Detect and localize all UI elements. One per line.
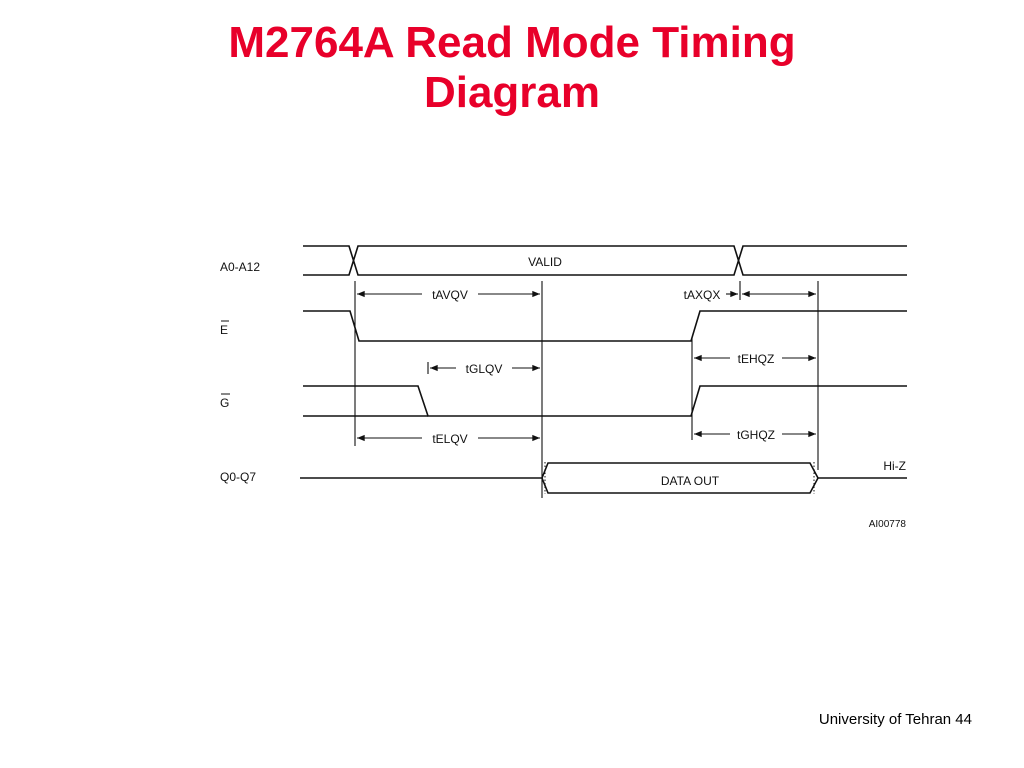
tehqz-label: tEHQZ [738,352,775,366]
signal-label-output-enable: G [220,396,229,410]
output-enable-waveform [303,385,907,417]
signal-label-data-out: Q0-Q7 [220,470,256,484]
data-out-label: DATA OUT [661,474,720,488]
signal-label-address: A0-A12 [220,260,260,274]
slide-title-line-2: Diagram [423,68,601,117]
taxqx-label: tAXQX [684,288,721,302]
address-valid-label: VALID [528,255,562,269]
chip-enable-waveform [303,310,907,342]
telqv-label: tELQV [432,432,467,446]
slide-title-line-1: M2764A Read Mode Timing [228,18,796,67]
tglqv-label: tGLQV [466,362,503,376]
data-out-waveform [300,462,907,494]
signal-label-chip-enable: E [220,323,228,337]
hi-z-label: Hi-Z [883,459,906,473]
timing-reference-lines [354,281,819,498]
tavqv-label: tAVQV [432,288,468,302]
tghqz-label: tGHQZ [737,428,775,442]
slide-title: M2764A Read Mode Timing Diagram [0,18,1024,118]
slide-footer: University of Tehran 44 [818,711,972,728]
figure-reference: AI00778 [869,519,907,530]
address-bus-waveform [303,245,907,276]
